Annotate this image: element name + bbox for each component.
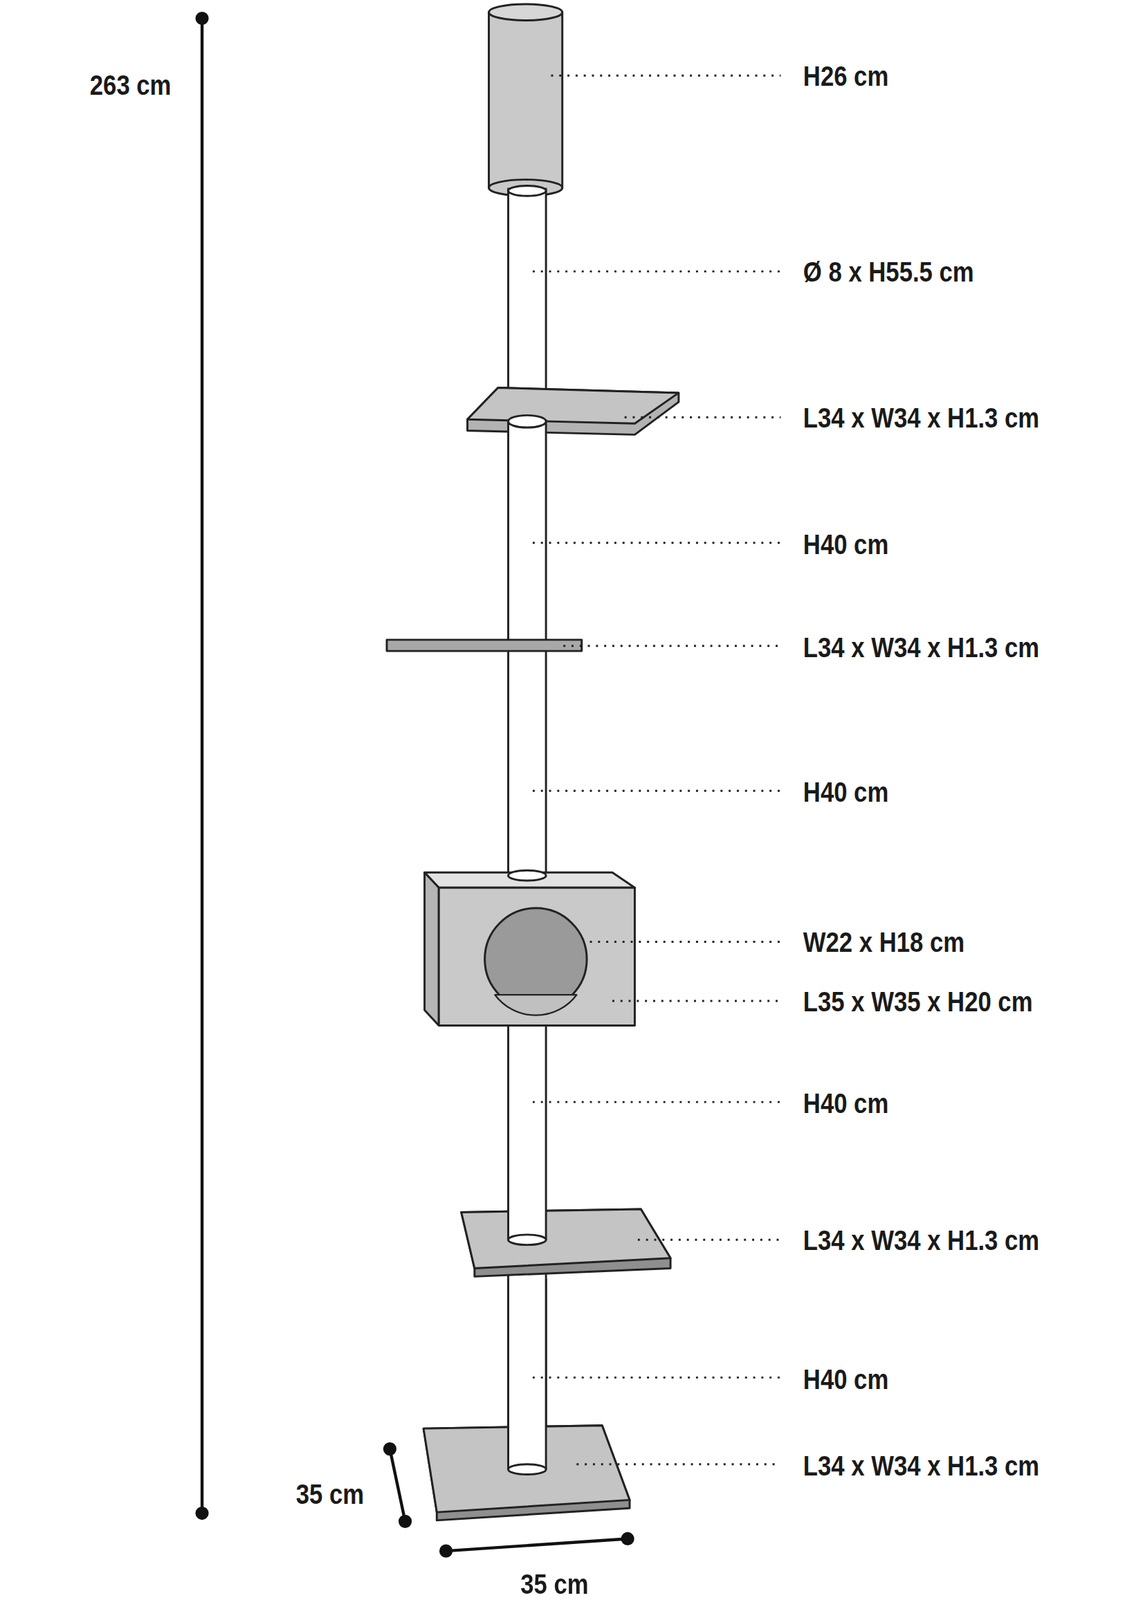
platform [386, 639, 582, 652]
post [508, 1265, 547, 1470]
part-dimension: L34 x W34 x H1.3 cm [803, 1224, 1040, 1258]
platform [461, 1209, 671, 1277]
post [508, 1025, 547, 1240]
dimension-lines [197, 13, 634, 1557]
part-dimension: L34 x W34 x H1.3 cm [803, 401, 1040, 435]
part-dimension: Ø 8 x H55.5 cm [803, 255, 975, 289]
part-dimension: L34 x W34 x H1.3 cm [803, 631, 1040, 665]
cat-tree [386, 4, 679, 1521]
part-dimension: H40 cm [803, 776, 889, 810]
part-dimension: H40 cm [803, 1087, 889, 1121]
dimension-label: 35 cm [296, 1478, 364, 1512]
part-dimension: H40 cm [803, 1363, 889, 1397]
part-dimension: W22 x H18 cm [803, 926, 965, 959]
post [508, 188, 547, 414]
dimension-label: 35 cm [520, 1568, 589, 1600]
part-dimension: H40 cm [803, 528, 889, 562]
dimension-label: 263 cm [89, 69, 172, 102]
part-dimension: L35 x W35 x H20 cm [803, 985, 1033, 1019]
part-dimension: H26 cm [803, 60, 889, 93]
part-dimension: L34 x W34 x H1.3 cm [803, 1450, 1040, 1483]
leader-lines [532, 75, 781, 1465]
platform [467, 388, 679, 436]
top-cylinder [489, 12, 563, 189]
